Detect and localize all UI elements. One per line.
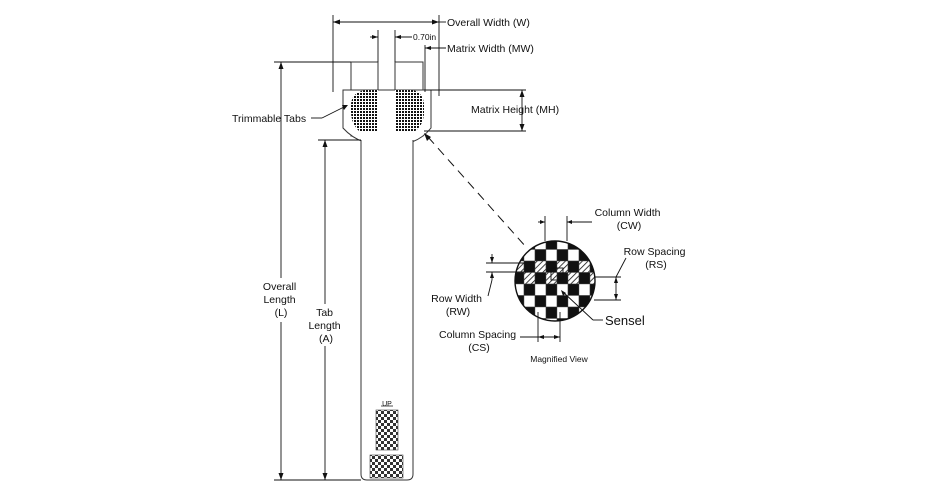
grid-cell <box>545 283 558 296</box>
grid-cell <box>567 318 580 321</box>
grid-cell <box>545 260 558 273</box>
grid-cell <box>534 283 547 296</box>
tab-length-label: Tab Length (A) <box>308 307 343 345</box>
overall-length-label: Overall Length (L) <box>263 281 299 319</box>
grid-cell <box>545 241 558 250</box>
grid-cell <box>556 272 569 285</box>
matrix-height-label: Matrix Height (MH) <box>471 104 559 116</box>
grid-cell <box>523 249 536 262</box>
grid-cell <box>534 295 547 308</box>
column-spacing-label: Column Spacing (CS) <box>439 329 519 354</box>
grid-cell <box>523 272 536 285</box>
grid-cell <box>534 260 547 273</box>
right-sensing-matrix <box>395 90 424 132</box>
left-sensing-matrix <box>351 90 378 132</box>
tab-length-dimension <box>318 139 361 480</box>
grid-cell <box>567 272 580 285</box>
sensel-leader <box>561 290 603 321</box>
grid-cell <box>567 260 580 273</box>
grid-cell <box>589 249 595 262</box>
matrix-width-dimension <box>424 45 446 92</box>
grid-cell <box>545 306 558 319</box>
sensor-body: UP <box>342 61 432 481</box>
matrix-height-dimension <box>424 89 526 132</box>
magnify-leader <box>427 136 527 248</box>
magnified-grid <box>515 241 595 321</box>
row-spacing-label: Row Spacing (RS) <box>624 246 689 271</box>
grid-cell <box>523 295 536 308</box>
grid-cell <box>589 272 595 285</box>
grid-cell <box>567 283 580 296</box>
grid-cell <box>578 260 591 273</box>
grid-cell <box>523 318 536 321</box>
sensel-cell <box>550 267 564 281</box>
grid-cell <box>589 306 595 319</box>
grid-cell <box>578 295 591 308</box>
sensel-label: Sensel <box>605 313 645 328</box>
grid-cell <box>523 283 536 296</box>
grid-cell <box>556 306 569 319</box>
matrix-width-label: Matrix Width (MW) <box>447 43 534 55</box>
column-spacing-dimension <box>520 312 561 342</box>
grid-cell <box>578 283 591 296</box>
magnified-view <box>514 240 596 322</box>
dim-070-dimension <box>370 30 412 62</box>
grid-cell <box>515 241 525 250</box>
dim-070-label: 0.70in <box>413 32 436 42</box>
grid-cell <box>534 249 547 262</box>
grid-cell <box>556 249 569 262</box>
grid-cell <box>589 241 595 250</box>
row-spacing-dimension <box>594 257 627 301</box>
grid-cell <box>578 272 591 285</box>
trimmable-tabs-label: Trimmable Tabs <box>232 113 306 125</box>
grid-cell <box>545 295 558 308</box>
grid-cell <box>556 295 569 308</box>
column-width-dimension <box>538 216 592 241</box>
grid-cell <box>567 249 580 262</box>
grid-cell <box>556 260 569 273</box>
connector-pad-lower <box>369 454 404 479</box>
grid-cell <box>556 241 569 250</box>
trimmable-tabs-leader <box>311 105 348 119</box>
grid-cell <box>578 241 591 250</box>
up-marker: UP <box>382 401 392 408</box>
magnified-view-label: Magnified View <box>530 354 588 364</box>
grid-cell <box>515 306 525 319</box>
column-width-label: Column Width (CW) <box>595 207 664 232</box>
grid-cell <box>545 249 558 262</box>
row-width-dimension <box>486 254 528 297</box>
overall-length-dimension <box>274 61 361 481</box>
grid-cell <box>545 318 558 321</box>
connector-pad-upper <box>375 409 399 451</box>
grid-cell <box>534 272 547 285</box>
grid-cell <box>578 318 591 321</box>
row-width-label: Row Width (RW) <box>431 293 485 318</box>
grid-cell <box>589 283 595 296</box>
sensor-tail <box>360 140 414 481</box>
overall-width-dimension <box>332 15 446 96</box>
overall-width-label: Overall Width (W) <box>447 17 530 29</box>
grid-cell <box>545 272 558 285</box>
grid-cell <box>515 249 525 262</box>
